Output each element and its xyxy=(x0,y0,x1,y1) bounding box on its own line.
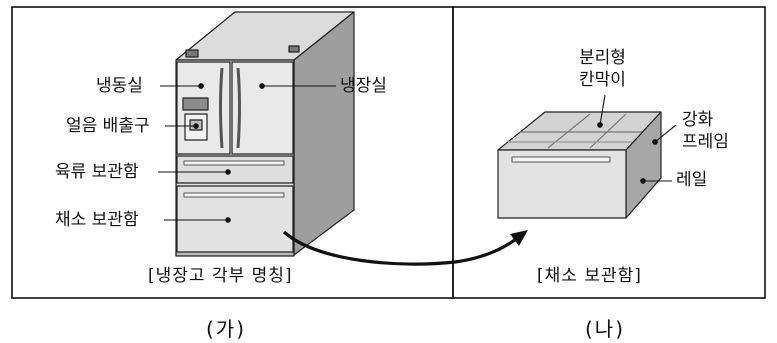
panel-b-frame xyxy=(452,6,766,299)
caption-vegetable-storage: [채소 보관함] xyxy=(537,266,642,286)
caption-refrigerator-parts: [냉장고 각부 명칭] xyxy=(148,266,293,286)
label-divider-line2: 칸막이 xyxy=(579,70,626,90)
label-frame-line1: 강화 xyxy=(682,110,714,130)
label-freezer: 냉동실 xyxy=(96,76,143,96)
panel-a-mark: (가) xyxy=(206,317,247,341)
label-vegetable-storage: 채소 보관함 xyxy=(55,210,139,230)
label-divider-line1: 분리형 xyxy=(579,48,626,68)
label-frame-line2: 프레임 xyxy=(682,132,729,152)
label-rail: 레일 xyxy=(676,170,708,190)
label-fridge: 냉장실 xyxy=(340,76,387,96)
label-ice-dispenser: 얼음 배출구 xyxy=(66,116,150,136)
panel-b-mark: (나) xyxy=(585,317,626,341)
panel-b-leaders xyxy=(597,94,677,184)
connection-arrow xyxy=(282,230,528,266)
panel-a-leaders xyxy=(158,83,336,223)
refrigerator-illustration xyxy=(175,11,355,257)
label-meat-storage: 육류 보관함 xyxy=(55,162,139,182)
vegetable-drawer-illustration xyxy=(497,111,662,219)
